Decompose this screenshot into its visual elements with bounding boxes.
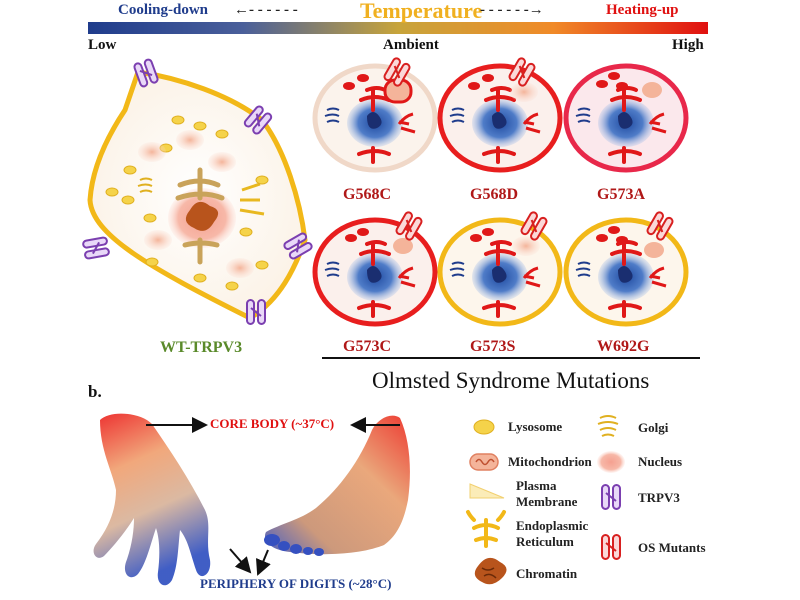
core-body-label: CORE BODY (~37°C) xyxy=(210,416,335,431)
cell-g568c xyxy=(312,56,438,173)
foot-illustration xyxy=(265,415,410,555)
high-label: High xyxy=(672,37,704,53)
cell-g573c xyxy=(312,210,438,327)
legend-er-2: Reticulum xyxy=(516,534,574,549)
wt-mitochondria xyxy=(138,130,254,278)
periphery-label: PERIPHERY OF DIGITS (~28°C) xyxy=(200,576,392,591)
cell-g573s xyxy=(437,210,563,327)
mutant-label-w692g: W692G xyxy=(597,338,650,355)
legend-lysosome: Lysosome xyxy=(508,419,563,434)
legend-golgi: Golgi xyxy=(638,420,669,435)
wt-er xyxy=(175,167,225,265)
wt-golgi xyxy=(137,177,153,193)
cell-g568d xyxy=(437,56,563,173)
hand-illustration xyxy=(93,413,211,586)
low-label: Low xyxy=(88,37,117,53)
cell-w692g xyxy=(563,210,689,327)
heating-up-label: Heating-up xyxy=(606,2,679,18)
legend-nucleus: Nucleus xyxy=(638,454,683,469)
trpv3-icon xyxy=(601,484,621,510)
nucleus-icon xyxy=(597,451,625,473)
panel-b-label: b. xyxy=(88,382,102,401)
mutant-label-g573c: G573C xyxy=(343,338,391,355)
temperature-title: Temperature xyxy=(360,0,483,23)
legend-mitochondrion: Mitochondrion xyxy=(508,454,592,469)
wt-trpv3-label: WT-TRPV3 xyxy=(160,339,243,356)
plasma-membrane-icon xyxy=(469,483,505,499)
mutant-label-g573a: G573A xyxy=(597,186,645,203)
legend-chromatin: Chromatin xyxy=(516,566,578,581)
toes xyxy=(264,534,324,556)
mutant-label-g573s: G573S xyxy=(470,338,516,355)
ambient-label: Ambient xyxy=(383,37,439,53)
heating-arrow: - - - - - -→ xyxy=(480,2,544,18)
golgi-icon xyxy=(597,415,619,437)
legend-er-1: Endoplasmic xyxy=(516,518,589,533)
mutant-label-g568d: G568D xyxy=(470,186,518,203)
legend-plasma-1: Plasma xyxy=(516,478,557,493)
legend-os-mutants: OS Mutants xyxy=(638,540,706,555)
wt-chromatin xyxy=(185,201,219,231)
legend-plasma-2: Membrane xyxy=(516,494,578,509)
os-mutations-title: Olmsted Syndrome Mutations xyxy=(372,368,650,393)
temperature-gradient-bar xyxy=(88,22,708,34)
wt-lysosomes xyxy=(105,115,269,291)
periphery-arrow-right xyxy=(256,549,271,576)
cell-g573a xyxy=(563,63,689,173)
mutant-label-g568c: G568C xyxy=(343,186,391,203)
legend-trpv3: TRPV3 xyxy=(638,490,680,505)
cooling-arrow: ←- - - - - - xyxy=(234,2,298,18)
cooling-down-label: Cooling-down xyxy=(118,2,209,18)
wt-trpv3-channel xyxy=(81,236,111,260)
mitochondrion-icon xyxy=(469,453,499,471)
endoplasmic-reticulum-icon xyxy=(466,510,506,548)
periphery-arrow-left xyxy=(229,548,252,574)
lysosome-icon xyxy=(473,419,495,435)
chromatin-icon xyxy=(474,557,507,585)
os-mutant-icon xyxy=(601,534,621,560)
